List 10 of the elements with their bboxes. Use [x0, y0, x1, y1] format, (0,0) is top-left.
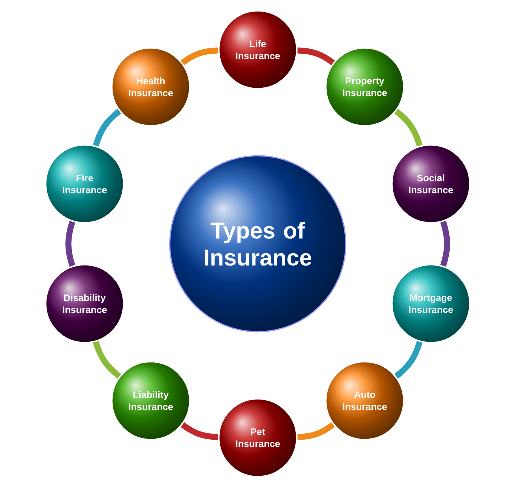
- ring-connector: [440, 221, 450, 267]
- ring-connector: [394, 341, 423, 379]
- ring-connector: [66, 221, 76, 267]
- ring-connector: [394, 109, 423, 147]
- ring-connector: [93, 341, 122, 379]
- ring-connector: [180, 422, 218, 440]
- ring-connector: [298, 422, 336, 440]
- ring-connector: [180, 48, 218, 66]
- ring-connector: [298, 48, 336, 66]
- ring-connector: [93, 109, 122, 147]
